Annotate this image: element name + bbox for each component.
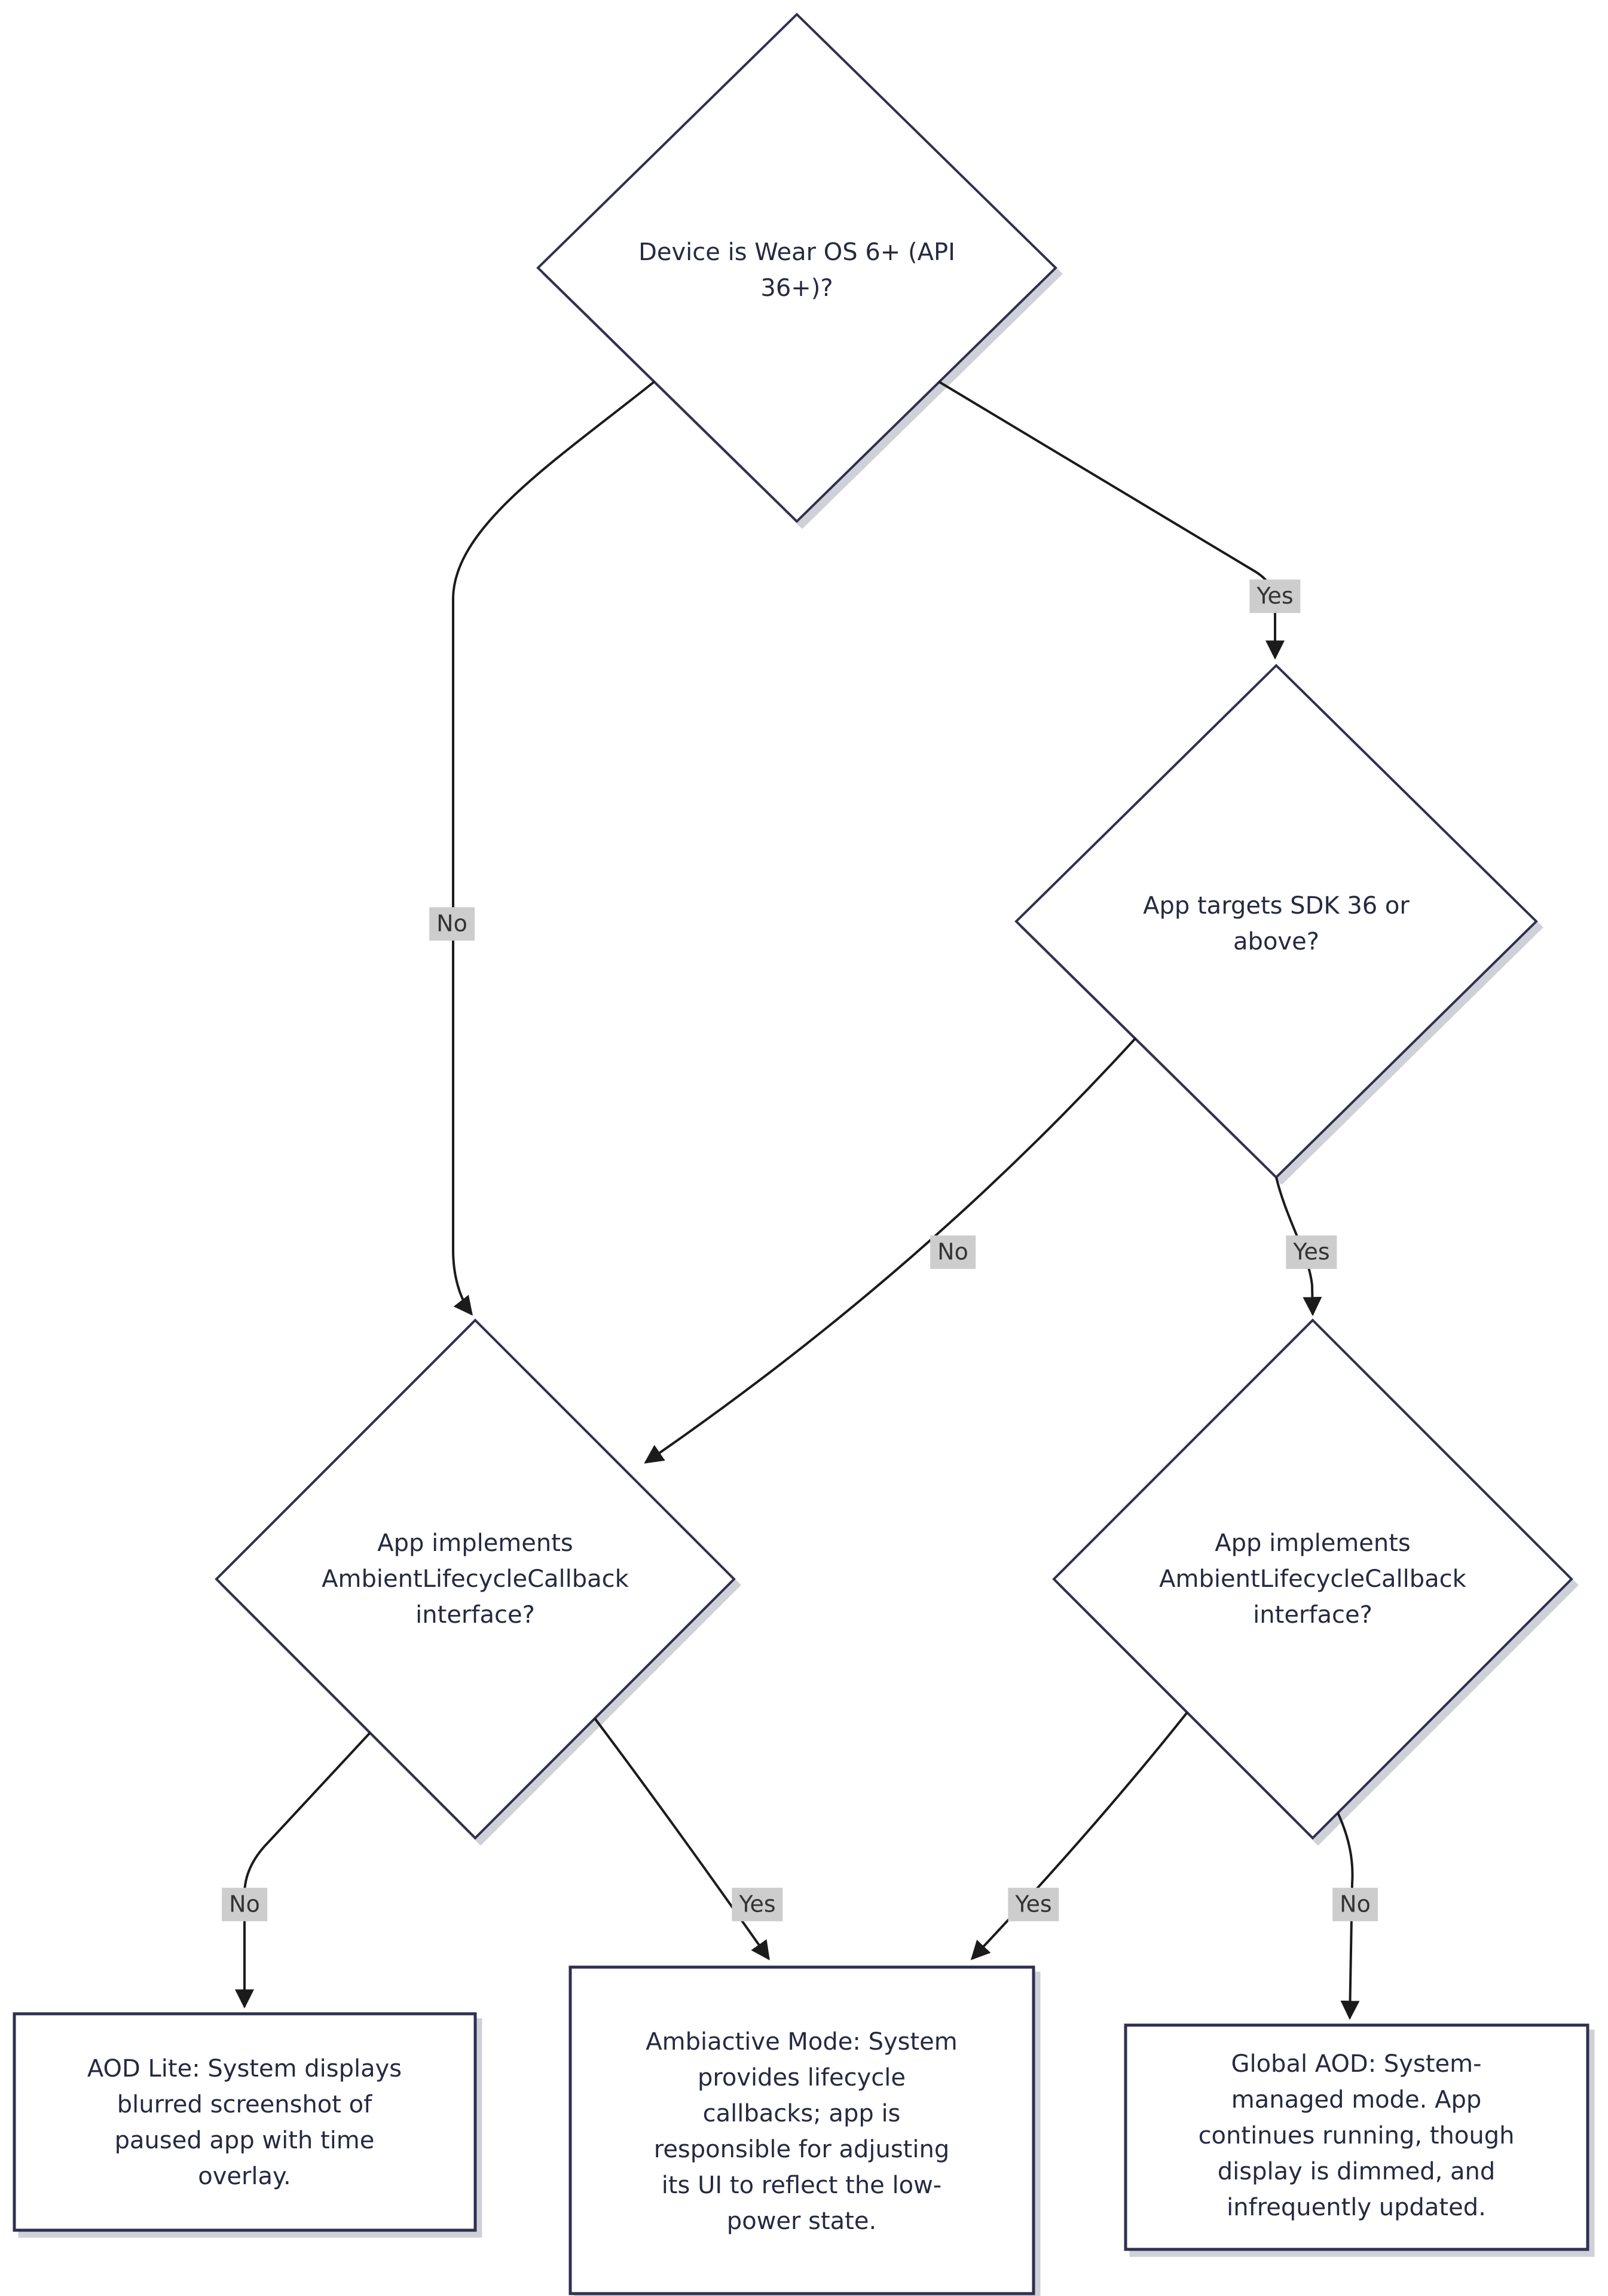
edge-label-sdk-yes: Yes [1286,1235,1337,1269]
decision-sdk-target-label: App targets SDK 36 or above? [1143,892,1410,955]
outcome-global-aod-shape [1124,2023,1589,2251]
decision-device-wearos-label: Device is Wear OS 6+ (API 36+)? [638,239,955,302]
outcome-aod-lite-shape [13,2012,477,2232]
edge-device-no [452,380,656,1316]
edge-left-yes [594,1717,770,1961]
outcome-ambiactive-shape [568,1965,1035,2295]
edge-right-no [1337,1812,1360,2020]
edge-label-sdk-no: No [930,1235,976,1269]
edge-left-no [235,1732,371,2009]
edge-device-yes [937,380,1285,660]
outcome-ambiactive-label: Ambiactive Mode: System provides lifecyc… [646,2028,958,2235]
edge-label-left-yes: Yes [732,1888,783,1921]
edge-sdk-no [644,1037,1137,1464]
decision-ambient-callback-right-shape [1052,1318,1573,1840]
decision-ambient-callback-left-shape [215,1318,736,1840]
outcome-global-aod-label: Global AOD: System- managed mode. App co… [1198,2050,1515,2221]
edge-label-right-yes: Yes [1008,1888,1059,1921]
outcome-aod-lite-label: AOD Lite: System displays blurred screen… [87,2055,402,2190]
edge-label-left-no: No [222,1888,267,1921]
edge-label-device-no: No [429,907,475,941]
decision-ambient-callback-left-label: App implements AmbientLifecycleCallback … [322,1529,629,1629]
edge-right-yes [970,1711,1188,1961]
edge-label-right-no: No [1332,1888,1378,1921]
edge-label-device-yes: Yes [1249,579,1301,613]
decision-device-wearos-shape [536,13,1057,523]
decision-ambient-callback-right-label: App implements AmbientLifecycleCallback … [1159,1529,1466,1629]
